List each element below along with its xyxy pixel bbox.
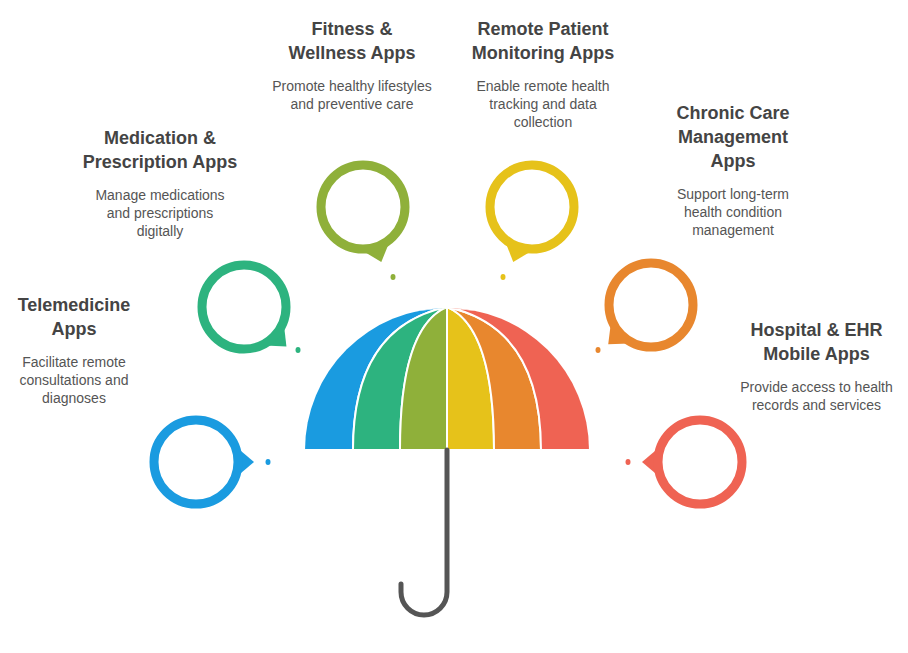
umbrella-handle [401, 450, 447, 615]
category-label: Remote Patient Monitoring AppsEnable rem… [458, 17, 628, 131]
drop-dot [626, 459, 631, 465]
drop-dot [296, 347, 301, 353]
category-description: Manage medications and prescriptions dig… [85, 186, 235, 240]
category-description: Facilitate remote consultations and diag… [9, 353, 139, 407]
category-label: Chronic Care Management AppsSupport long… [658, 101, 808, 239]
category-heading: Fitness & Wellness Apps [277, 17, 427, 65]
canopy-panel [400, 307, 447, 450]
umbrella-canopy [220, 307, 674, 450]
speech-bubbles [154, 165, 742, 504]
bubble-circle [490, 165, 574, 249]
bubble-circle [154, 420, 238, 504]
category-label: Fitness & Wellness AppsPromote healthy l… [265, 17, 440, 113]
category-heading: Chronic Care Management Apps [658, 101, 808, 173]
category-heading: Telemedicine Apps [7, 293, 142, 341]
drop-dot [266, 459, 271, 465]
category-label: Telemedicine AppsFacilitate remote consu… [7, 293, 142, 407]
drop-dot [501, 274, 506, 280]
category-description: Support long-term health condition manag… [666, 185, 801, 239]
canopy-panel [353, 307, 447, 450]
category-label: Hospital & EHR Mobile AppsProvide access… [729, 318, 904, 414]
category-label: Medication & Prescription AppsManage med… [70, 126, 250, 240]
bubble-circle [658, 420, 742, 504]
category-heading: Hospital & EHR Mobile Apps [732, 318, 902, 366]
category-description: Promote healthy lifestyles and preventiv… [265, 77, 440, 113]
category-description: Enable remote health tracking and data c… [466, 77, 621, 131]
category-heading: Remote Patient Monitoring Apps [458, 17, 628, 65]
category-heading: Medication & Prescription Apps [70, 126, 250, 174]
bubble-circle [321, 165, 405, 249]
drop-dot [596, 347, 601, 353]
category-description: Provide access to health records and ser… [729, 378, 904, 414]
bubble-circle [609, 263, 693, 347]
bubble-circle [202, 265, 286, 349]
drop-dot [391, 274, 396, 280]
